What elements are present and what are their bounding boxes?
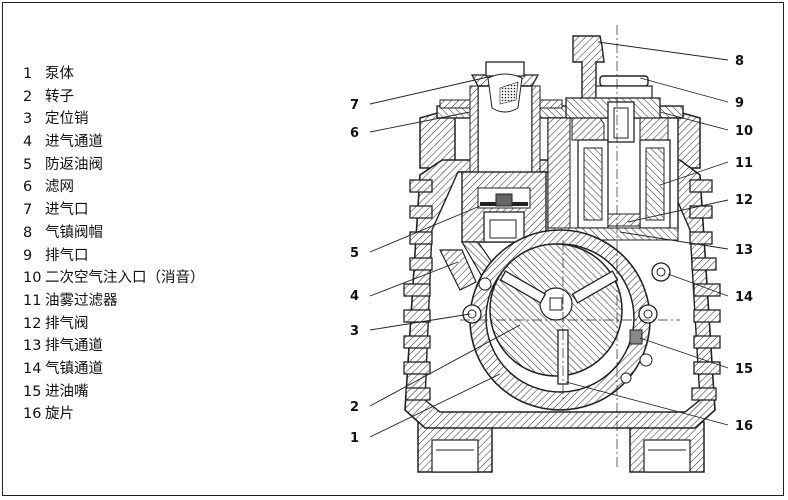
inlet-port	[469, 61, 541, 187]
callout-15: 15	[735, 362, 753, 377]
callout-16: 16	[735, 419, 753, 434]
callout-13: 13	[735, 243, 753, 258]
center-lines	[460, 25, 680, 470]
oil-mist-filter	[577, 139, 671, 229]
pump-feet	[417, 421, 705, 473]
rotor	[489, 243, 623, 377]
callout-12: 12	[735, 193, 753, 208]
callout-11: 11	[735, 156, 753, 171]
exhaust-assembly	[547, 117, 679, 241]
gas-ballast-passage	[651, 262, 671, 282]
callout-2: 2	[350, 400, 359, 415]
anti-suckback-valve	[461, 171, 547, 243]
callout-1: 1	[350, 431, 359, 446]
callout-9: 9	[735, 96, 744, 111]
exhaust-valve	[607, 213, 641, 227]
gas-ballast-cap	[565, 35, 661, 143]
callout-14: 14	[735, 290, 753, 305]
callout-3: 3	[350, 324, 359, 339]
callout-4: 4	[350, 289, 359, 304]
callout-numbers: 7 6 5 4 3 2 1 8 9 10 11 12 13 14 15 16	[350, 54, 753, 446]
locating-pins	[462, 277, 658, 384]
callout-5: 5	[350, 246, 359, 261]
callout-7: 7	[350, 98, 359, 113]
callout-10: 10	[735, 124, 753, 139]
callout-8: 8	[735, 54, 744, 69]
inlet-filter-screen	[499, 81, 519, 105]
oil-inlet-nozzle	[629, 329, 643, 345]
leader-lines	[369, 41, 729, 438]
callout-6: 6	[350, 126, 359, 141]
